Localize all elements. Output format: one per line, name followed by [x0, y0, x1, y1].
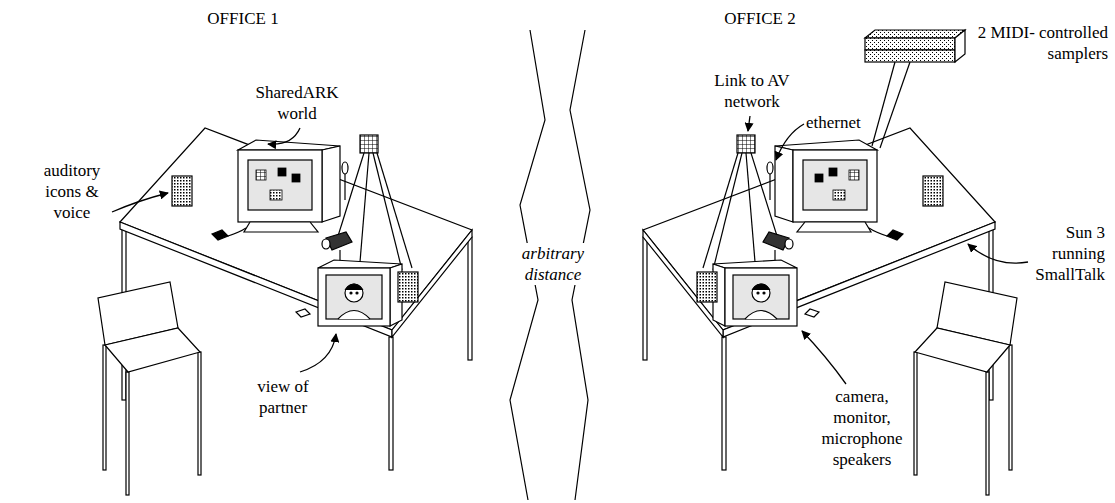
- callout-label: view of partner: [248, 376, 318, 418]
- heading: OFFICE 1: [183, 8, 303, 29]
- heading: OFFICE 2: [700, 8, 820, 29]
- callout-label: camera, monitor, microphone speakers: [812, 386, 912, 470]
- sampler-units: [865, 30, 965, 148]
- office-scene: [98, 128, 472, 495]
- callout-label: ethernet: [806, 112, 876, 133]
- callout-label: Link to AV network: [707, 70, 797, 112]
- callout-label: 2 MIDI- controlled samplers: [973, 22, 1108, 64]
- distance-note: arbitrary distance: [511, 243, 595, 285]
- callout-label: SharedARK world: [242, 82, 352, 124]
- callout-label: Sun 3 running SmallTalk: [1025, 222, 1105, 285]
- callout-label: auditory icons & voice: [32, 160, 112, 223]
- leader-arrows: [112, 116, 1028, 384]
